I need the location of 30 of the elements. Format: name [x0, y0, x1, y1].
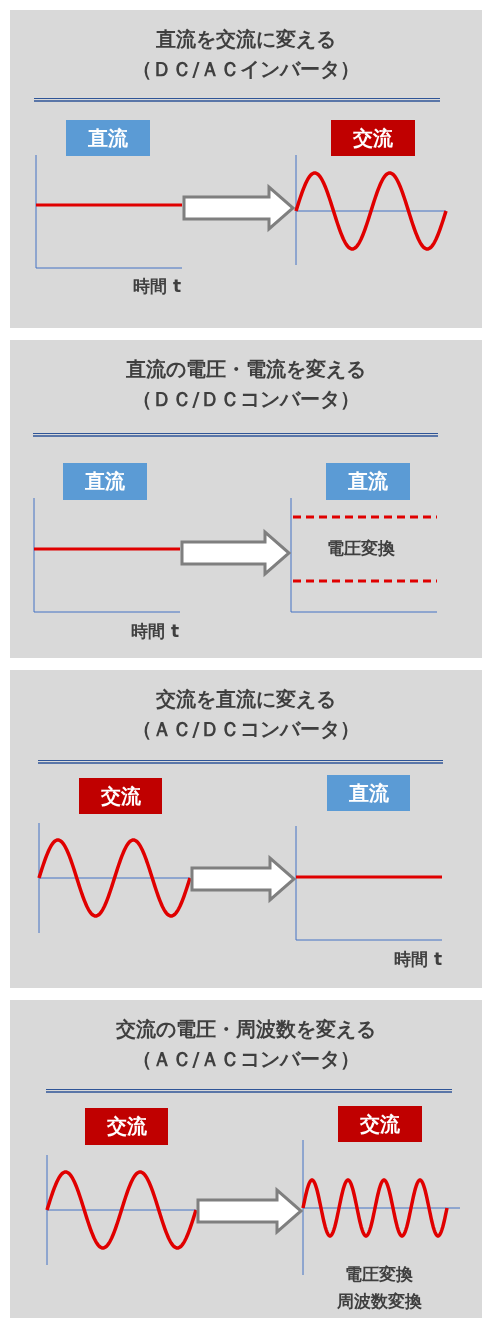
current-type-label: 直流: [66, 120, 150, 156]
annotation-text: 時間 t: [133, 275, 181, 297]
panel-title: 直流を交流に変える: [155, 26, 337, 52]
panel-title: 交流を直流に変える: [155, 686, 337, 712]
annotation-text: 電圧変換: [345, 1263, 413, 1285]
current-type-label: 交流: [331, 120, 415, 156]
current-type-label: 直流: [63, 463, 147, 500]
panel-title: 直流の電圧・電流を変える: [125, 356, 367, 382]
panel-background: [10, 340, 482, 658]
block-arrow: [196, 1186, 304, 1236]
panel-subtitle: （ＡＣ/ＤＣコンバータ）: [131, 716, 361, 742]
current-type-label: 交流: [79, 778, 162, 814]
panel-background: [10, 10, 482, 328]
current-type-label: 交流: [338, 1106, 422, 1142]
panel-subtitle: （ＤＣ/ＤＣコンバータ）: [131, 386, 361, 412]
annotation-text: 周波数変換: [336, 1290, 422, 1312]
current-type-label: 直流: [327, 775, 410, 811]
panel-subtitle: （ＤＣ/ＡＣインバータ）: [131, 56, 361, 82]
annotation-text: 電圧変換: [327, 537, 395, 559]
panel-background: [10, 670, 482, 988]
block-arrow: [180, 528, 292, 578]
block-arrow: [182, 183, 296, 233]
panel-subtitle: （ＡＣ/ＡＣコンバータ）: [131, 1046, 361, 1072]
annotation-text: 時間 t: [394, 948, 442, 970]
block-arrow: [190, 854, 297, 904]
annotation-text: 時間 t: [131, 620, 179, 642]
panel-background: [10, 1000, 482, 1318]
current-type-label: 直流: [326, 463, 410, 500]
current-type-label: 交流: [85, 1108, 168, 1145]
panel-title: 交流の電圧・周波数を変える: [115, 1016, 377, 1042]
